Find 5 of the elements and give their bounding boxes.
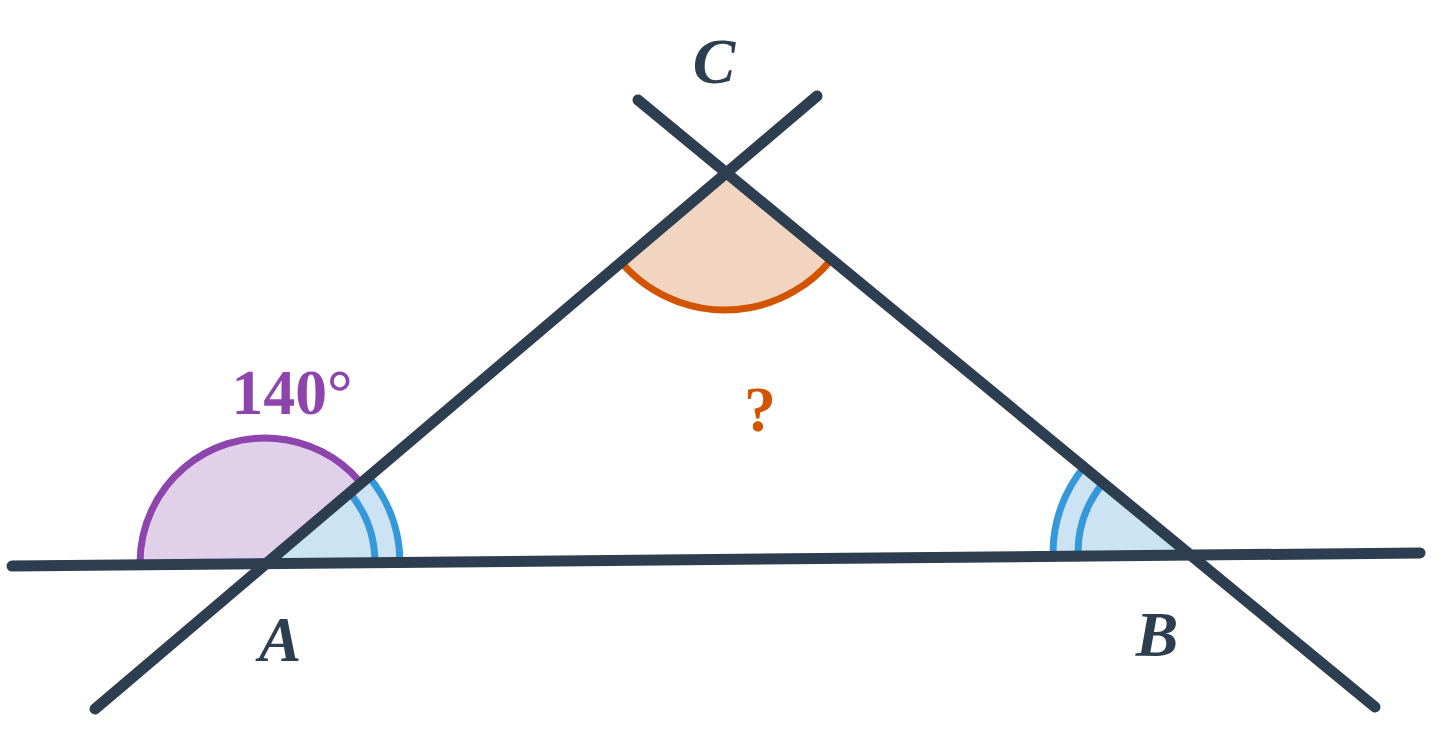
- point-label: B: [1135, 614, 1176, 656]
- angle-label: ?: [747, 388, 773, 432]
- point-label: A: [255, 618, 299, 662]
- angle-label: 140°: [236, 371, 350, 415]
- point-label: C: [694, 40, 736, 84]
